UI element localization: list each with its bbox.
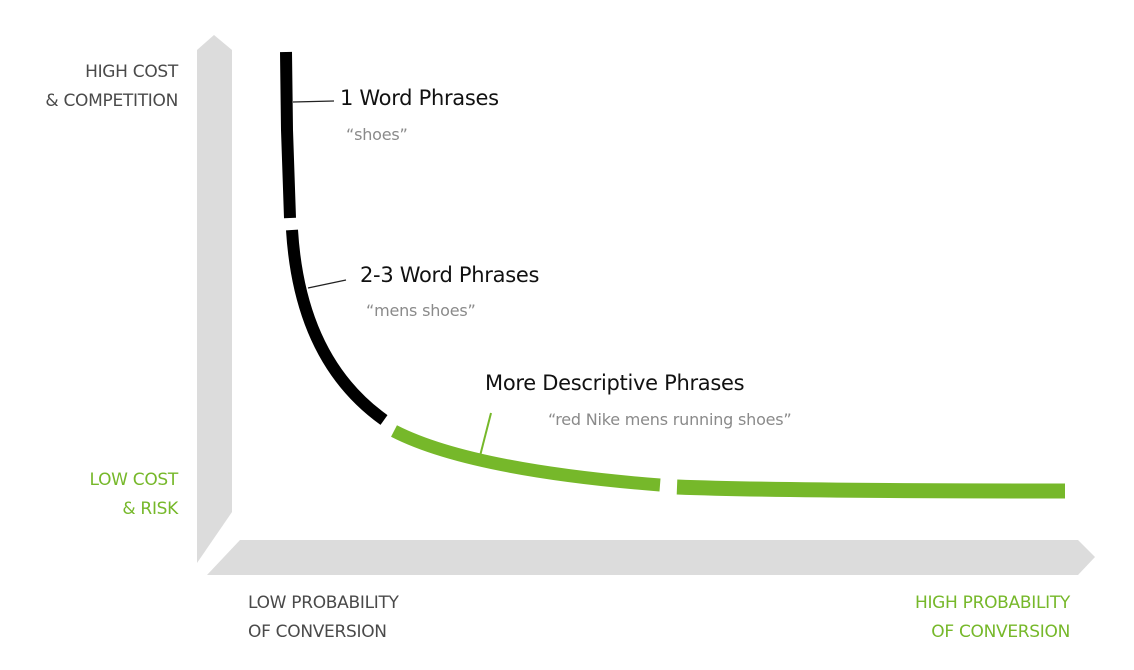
segment-1-title: 1 Word Phrases	[340, 86, 499, 110]
leader-line-1	[292, 100, 335, 103]
x-axis-right-label: HIGH PROBABILITY OF CONVERSION	[915, 589, 1070, 647]
x-axis-right-label-line: HIGH PROBABILITY	[914, 593, 1070, 613]
curve-segment-2-3-word	[286, 229, 388, 425]
x-axis-left-label-line: LOW PROBABILITY	[248, 593, 399, 613]
curve-segment-descriptive-b	[676, 479, 1066, 499]
y-axis-arrow	[197, 35, 232, 563]
segment-3-title: More Descriptive Phrases	[485, 371, 745, 395]
segment-1-example: “shoes”	[346, 125, 408, 144]
leader-line-3	[479, 412, 492, 457]
x-axis-left-label-line: OF CONVERSION	[248, 622, 387, 642]
y-axis-bottom-label-line: & RISK	[122, 499, 178, 519]
segment-2-title: 2-3 Word Phrases	[360, 263, 540, 287]
curve-segment-descriptive-a	[391, 425, 661, 492]
y-axis-top-label: HIGH COST & COMPETITION	[45, 58, 178, 116]
segment-2-example: “mens shoes”	[366, 301, 476, 320]
y-axis-bottom-label-line: LOW COST	[89, 470, 179, 490]
x-axis-left-label: LOW PROBABILITY OF CONVERSION	[248, 589, 399, 647]
curve-segment-1-word	[280, 51, 296, 219]
y-axis-top-label-line: HIGH COST	[85, 62, 178, 82]
segment-3-example: “red Nike mens running shoes”	[548, 410, 792, 429]
x-axis-arrow	[207, 540, 1095, 575]
x-axis-right-label-line: OF CONVERSION	[931, 622, 1070, 642]
y-axis-bottom-label: LOW COST & RISK	[90, 466, 179, 524]
leader-line-2	[307, 279, 347, 289]
y-axis-top-label-line: & COMPETITION	[45, 91, 178, 111]
